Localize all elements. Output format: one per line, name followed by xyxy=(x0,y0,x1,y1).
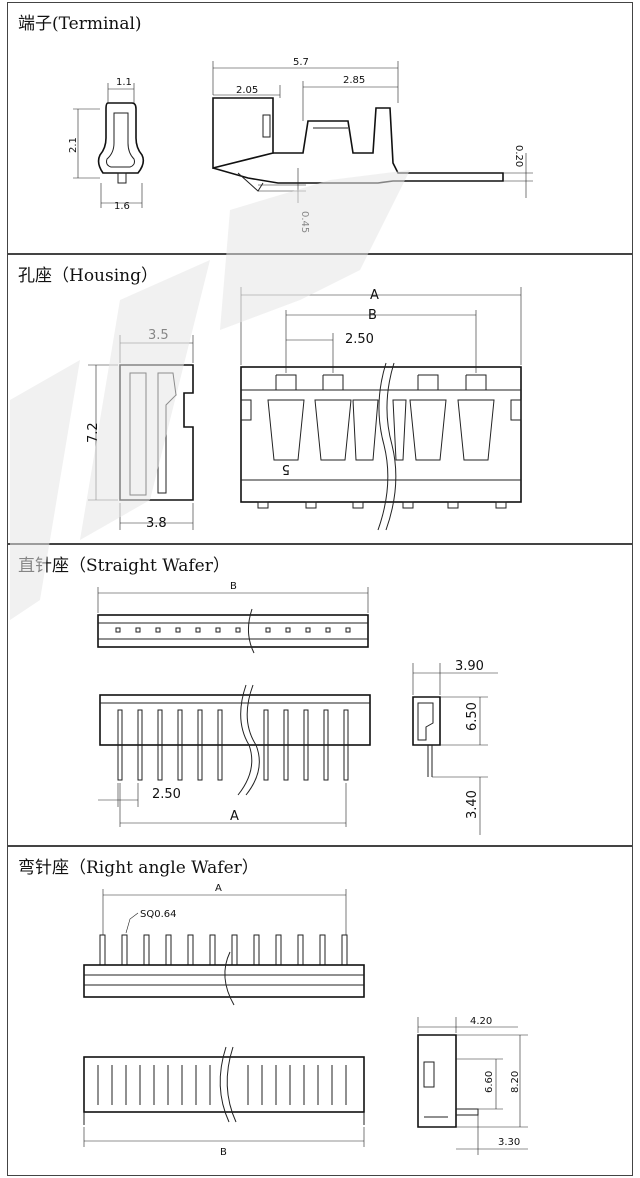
straight-front-break-1 xyxy=(245,684,260,796)
straight-wafer-front-pins xyxy=(117,709,349,781)
dim-2-05: 2.05 xyxy=(236,85,258,96)
dim-5-7: 5.7 xyxy=(293,57,309,68)
terminal-side-crimp xyxy=(212,97,274,170)
dim-straight-b: B xyxy=(230,581,237,592)
right-angle-top-body xyxy=(83,964,365,998)
straight-wafer-front-outline xyxy=(99,694,371,746)
right-angle-wafer-panel: 弯针座（Right angle Wafer） A SQ0.64 xyxy=(7,846,633,1176)
right-angle-top-pins xyxy=(99,934,348,966)
dim-0-45: 0.45 xyxy=(299,211,310,233)
housing-pin-mark: 5 xyxy=(282,461,290,476)
terminal-panel: 端子(Terminal) 1.1 2.1 1.6 xyxy=(7,2,633,254)
housing-side-latch xyxy=(157,372,177,494)
terminal-front-tab xyxy=(117,172,127,184)
right-angle-wafer-drawing: A SQ0.64 xyxy=(83,883,528,1158)
housing-break-line-2 xyxy=(385,362,397,531)
straight-wafer-top-outline xyxy=(97,614,369,648)
dim-1-6: 1.6 xyxy=(114,201,130,212)
dim-right-4-20: 4.20 xyxy=(470,1016,492,1027)
dim-3-5: 3.5 xyxy=(148,328,169,343)
terminal-side-contact xyxy=(212,107,504,184)
dim-housing-b: B xyxy=(368,308,377,323)
dim-7-2: 7.2 xyxy=(86,422,101,443)
dim-right-3-30: 3.30 xyxy=(498,1137,520,1148)
housing-break-line-1 xyxy=(377,362,389,531)
dim-housing-a: A xyxy=(370,288,379,303)
dim-right-6-60: 6.60 xyxy=(484,1071,495,1093)
dim-right-b: B xyxy=(220,1147,227,1158)
dim-3-8: 3.8 xyxy=(146,516,167,531)
right-angle-front-break-2 xyxy=(219,1046,230,1123)
dim-right-8-20: 8.20 xyxy=(510,1071,521,1093)
dim-right-sq: SQ0.64 xyxy=(140,909,176,920)
housing-front-outline xyxy=(240,366,522,503)
housing-cavities xyxy=(267,374,495,461)
right-angle-front-break-1 xyxy=(226,1046,237,1123)
straight-wafer-drawing: B 2.50 A xyxy=(97,581,498,835)
dim-0-20: 0.20 xyxy=(513,145,524,167)
dim-1-1: 1.1 xyxy=(116,77,132,88)
terminal-drawing: 1.1 2.1 1.6 5.7 2.05 xyxy=(68,57,533,233)
straight-wafer-panel: 直针座（Straight Wafer） B xyxy=(7,544,633,846)
straight-wafer-top-pins xyxy=(115,627,351,633)
dim-straight-a: A xyxy=(230,809,239,824)
dim-straight-3-90: 3.90 xyxy=(455,659,484,674)
housing-panel: 孔座（Housing） 3.5 7.2 3.8 xyxy=(7,254,633,544)
right-angle-front-body xyxy=(83,1056,365,1113)
terminal-front-inner xyxy=(106,112,135,168)
straight-front-break-2 xyxy=(237,684,253,796)
dim-straight-6-50: 6.50 xyxy=(465,702,480,731)
dim-housing-pitch: 2.50 xyxy=(345,332,374,347)
terminal-title: 端子(Terminal) xyxy=(18,14,142,34)
housing-side-slot xyxy=(129,372,147,496)
right-angle-top-break xyxy=(224,951,235,1006)
dim-2-85: 2.85 xyxy=(343,75,365,86)
right-angle-wafer-title: 弯针座（Right angle Wafer） xyxy=(18,858,259,878)
dim-straight-3-40: 3.40 xyxy=(465,790,480,819)
right-angle-front-ribs xyxy=(97,1065,347,1105)
dim-straight-pitch: 2.50 xyxy=(152,787,181,802)
housing-drawing: 3.5 7.2 3.8 xyxy=(86,287,522,531)
dim-2-1: 2.1 xyxy=(68,137,79,153)
housing-bottom-pegs xyxy=(257,501,507,509)
terminal-side-window xyxy=(262,114,271,138)
housing-side-outline xyxy=(119,364,194,501)
dim-right-a: A xyxy=(215,883,222,894)
